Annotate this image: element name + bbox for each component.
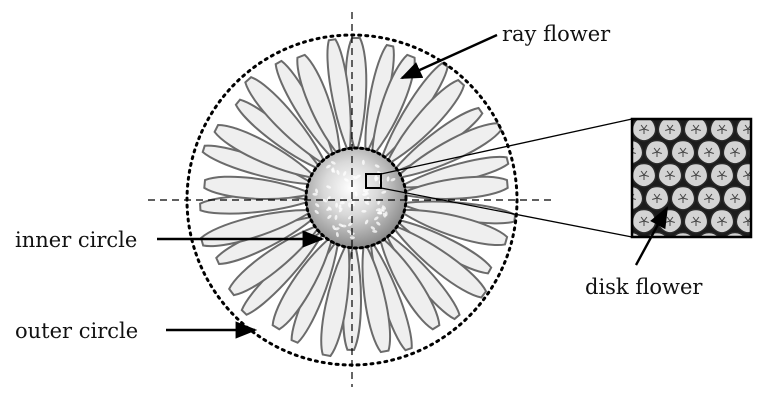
disk-floret [710, 117, 733, 140]
disk-floret [697, 140, 720, 163]
disk-floret [671, 94, 694, 117]
disk-floret [684, 163, 707, 186]
disk-floret [645, 186, 668, 209]
disk-floret [684, 209, 707, 232]
disk-floret [723, 94, 746, 117]
disk-floret [606, 163, 629, 186]
disk-floret [671, 140, 694, 163]
disk-floret [749, 94, 757, 117]
disk-flower-label: disk flower [585, 275, 703, 299]
disk-floret [736, 163, 757, 186]
disk-floret [658, 163, 681, 186]
disk-floret [723, 140, 746, 163]
disk-floret [736, 117, 757, 140]
disk-floret [671, 186, 694, 209]
outer-circle-label: outer circle [15, 319, 138, 343]
disk-fleck [361, 210, 366, 213]
disk-floret [658, 209, 681, 232]
disk-floret [632, 209, 655, 232]
disk-floret [710, 209, 733, 232]
disk-floret [697, 94, 720, 117]
disk-floret [723, 186, 746, 209]
disk-floret [684, 117, 707, 140]
disk-floret [632, 163, 655, 186]
disk-floret [658, 117, 681, 140]
disk-floret [606, 209, 629, 232]
disk-floret [736, 209, 757, 232]
disk-floret [710, 163, 733, 186]
ray-flower-arrow [402, 35, 497, 78]
inner-circle-label: inner circle [15, 228, 137, 252]
ray-flower-label: ray flower [502, 22, 611, 46]
disk-floret [697, 186, 720, 209]
disk-floret [645, 140, 668, 163]
disk-fleck [362, 160, 365, 165]
disk-floret [606, 117, 629, 140]
disk-floret [619, 94, 642, 117]
disk-floret [632, 117, 655, 140]
disk-floret [645, 94, 668, 117]
